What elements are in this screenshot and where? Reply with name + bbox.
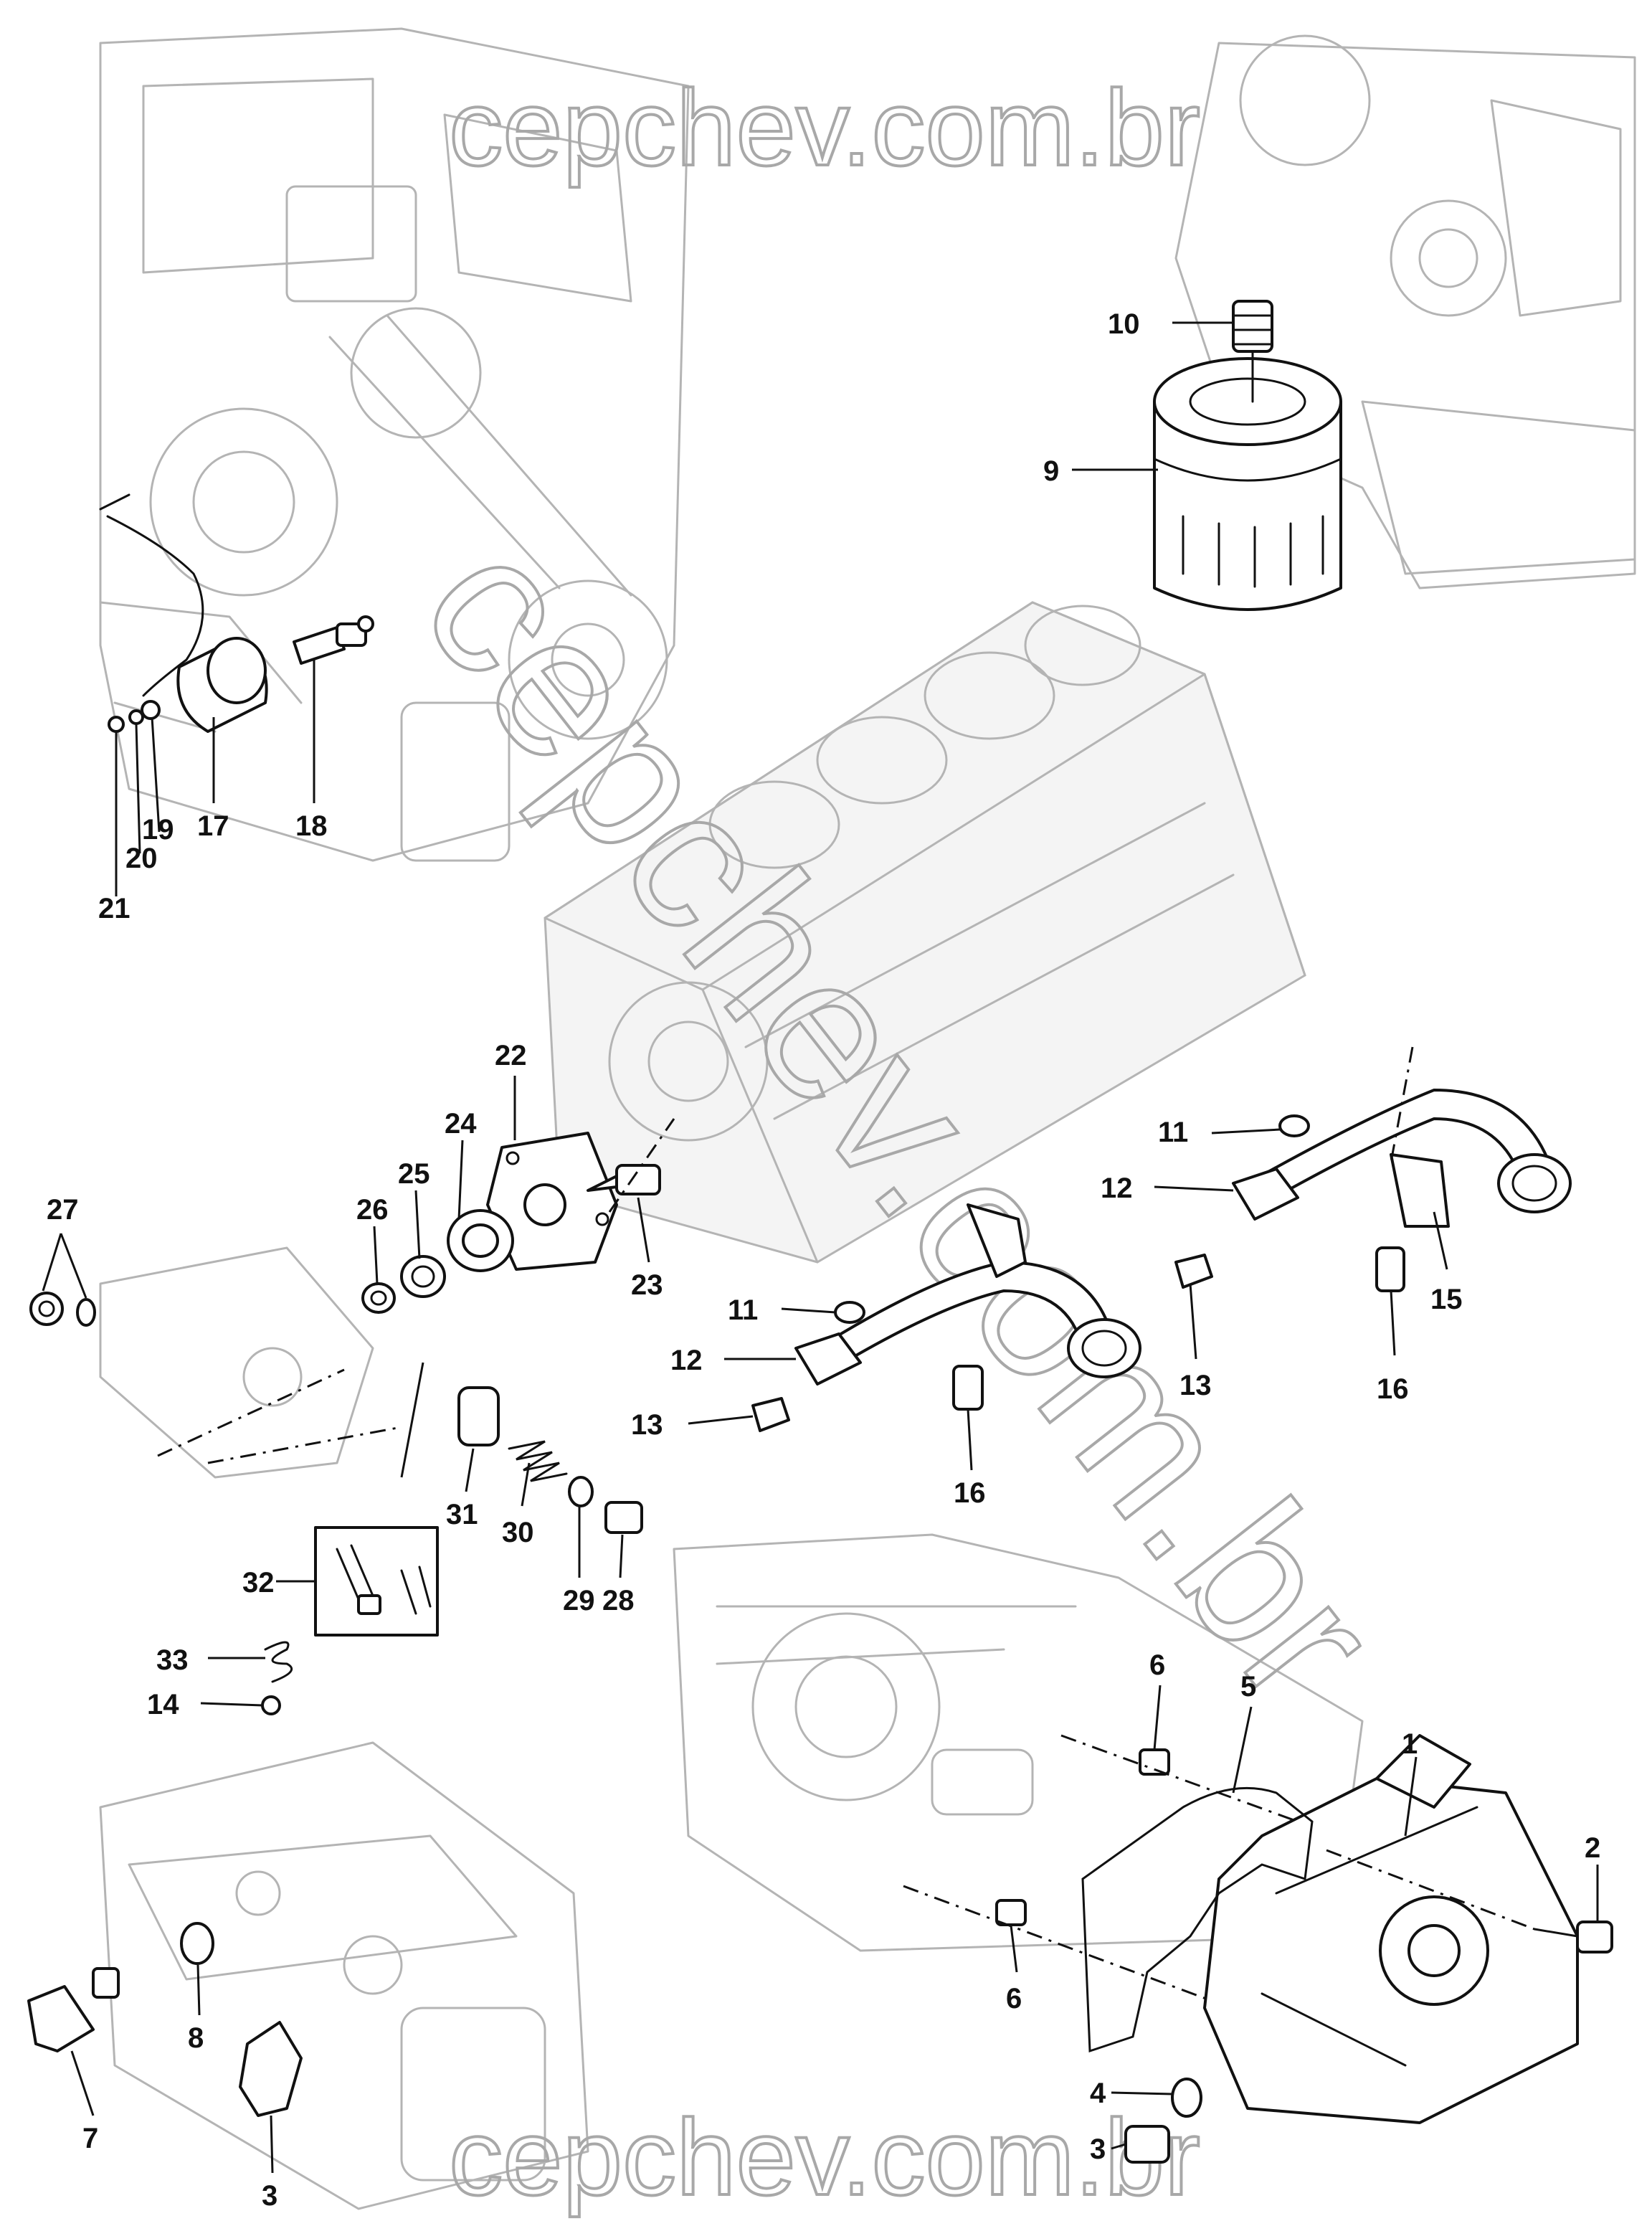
gasket-part-5 (1081, 1786, 1314, 2053)
drain-plug-part-3-left (239, 2021, 303, 2117)
callout-6: 6 (1006, 1983, 1022, 2014)
bolt-part-23 (587, 1164, 661, 1195)
callout-15: 15 (1430, 1284, 1463, 1315)
ghost-engine-bottom-left (99, 1741, 589, 2210)
callout-13: 13 (631, 1409, 663, 1441)
callout-30: 30 (502, 1517, 534, 1548)
callout-3: 3 (1090, 2133, 1106, 2165)
callout-12: 12 (1101, 1173, 1133, 1204)
sealing-ring-part-8 (180, 1922, 214, 1965)
ghost-cylinder-block (543, 601, 1306, 1264)
oil-pump-part-1 (1203, 1734, 1579, 2124)
callout-1: 1 (1402, 1728, 1418, 1760)
leader-lines (42, 321, 1599, 2174)
callout-17: 17 (197, 810, 229, 842)
oil-pressure-sensor-part-7 (27, 1967, 120, 2052)
callout-4: 4 (1090, 2078, 1106, 2109)
clip-kit-part-32 (314, 1526, 439, 1637)
callout-25: 25 (398, 1158, 430, 1190)
callout-18: 18 (295, 810, 328, 842)
ghost-engine-front-top-left (99, 27, 690, 862)
drain-plug-part-3-right (1124, 2125, 1170, 2164)
washer-part-29 (568, 1476, 594, 1507)
callout-27: 27 (47, 1194, 79, 1226)
callout-14: 14 (147, 1689, 179, 1720)
callout-31: 31 (446, 1499, 478, 1530)
callout-labels: 1 2 3 3 4 5 6 6 7 8 9 10 11 11 12 12 13 … (47, 308, 1600, 2212)
callout-32: 32 (242, 1567, 275, 1599)
callout-11: 11 (1158, 1117, 1188, 1148)
callout-16: 16 (1377, 1373, 1409, 1405)
dowel-part-6-upper (1139, 1748, 1170, 1776)
callout-13: 13 (1179, 1370, 1212, 1401)
seal-ring-part-24 (447, 1209, 514, 1272)
fitting-part-18 (293, 615, 374, 665)
callout-22: 22 (495, 1040, 527, 1071)
callout-7: 7 (82, 2123, 98, 2154)
watermark-top: cepchev.com.br (449, 67, 1200, 188)
watermark-diagonal: cepchev.com.br (380, 498, 1420, 1741)
callout-24: 24 (445, 1108, 477, 1140)
plug-and-washer-part-27 (29, 1292, 96, 1327)
gear-part-25 (400, 1255, 446, 1298)
callout-8: 8 (188, 2022, 204, 2054)
callout-29: 29 (563, 1585, 595, 1616)
oil-pressure-switch-assembly (99, 493, 268, 733)
spring-part-33 (264, 1641, 293, 1683)
callout-3: 3 (262, 2180, 277, 2212)
callout-11: 11 (728, 1294, 758, 1326)
pump-cover-plate-part-22 (486, 1132, 618, 1271)
callout-21: 21 (98, 893, 130, 924)
oil-pickup-pipe-center (751, 1203, 1141, 1432)
bolt-part-2 (1533, 1920, 1613, 1953)
callout-26: 26 (356, 1194, 389, 1226)
callout-12: 12 (670, 1345, 703, 1376)
callout-6: 6 (1149, 1649, 1165, 1681)
relief-piston-part-31 (457, 1386, 500, 1446)
spring-part-30 (508, 1440, 568, 1482)
callout-2: 2 (1585, 1832, 1600, 1864)
callout-20: 20 (125, 843, 158, 874)
callout-23: 23 (631, 1269, 663, 1301)
callout-28: 28 (602, 1585, 635, 1616)
ball-part-14 (261, 1695, 281, 1715)
callout-33: 33 (156, 1644, 189, 1676)
callout-10: 10 (1108, 308, 1140, 340)
ghost-engine-top-right (1174, 34, 1636, 589)
callout-16: 16 (954, 1477, 986, 1509)
oil-filter-part-9 (1153, 357, 1342, 611)
callout-19: 19 (142, 814, 174, 846)
callout-5: 5 (1240, 1671, 1256, 1702)
threaded-nipple-part-10 (1232, 300, 1273, 403)
washer-part-4 (1171, 2078, 1202, 2118)
oil-pickup-pipe-right (1174, 1046, 1572, 1292)
plug-bolt-part-28 (604, 1501, 643, 1534)
watermark-bottom: cepchev.com.br (449, 2097, 1200, 2217)
washer-part-26 (361, 1282, 396, 1314)
pump-housing-detail (99, 1246, 424, 1479)
dowel-part-6-lower (995, 1899, 1027, 1926)
callout-9: 9 (1043, 455, 1059, 487)
